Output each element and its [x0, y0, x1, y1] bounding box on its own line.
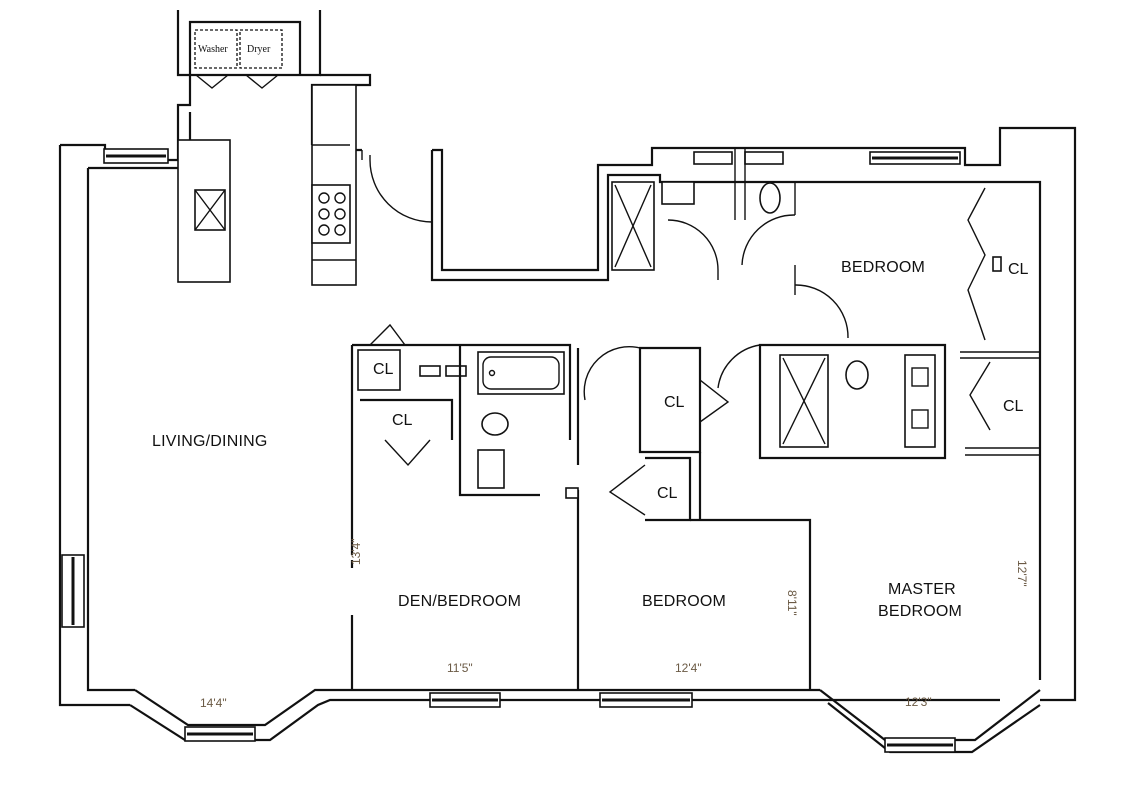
dim-living-width: 14'4"	[200, 696, 227, 710]
washer	[194, 29, 238, 69]
cooktop-icon	[311, 184, 351, 244]
sink-icon	[661, 181, 695, 205]
dim-den-depth: 13'4"	[349, 538, 363, 565]
room-bedroom-top: BEDROOM	[841, 259, 925, 276]
top-bath	[611, 148, 849, 339]
closet-label-center-bottom: CL	[657, 485, 678, 502]
windows	[61, 148, 961, 753]
closet-right-top	[960, 187, 1040, 359]
dim-bedroom-depth: 8'11"	[785, 590, 799, 616]
closet-label-center-top: CL	[664, 394, 685, 411]
closet-right-mid	[965, 361, 1040, 456]
window-bath-2	[744, 151, 784, 165]
room-master-line2: BEDROOM	[878, 603, 962, 620]
room-bedroom-center: BEDROOM	[642, 593, 726, 610]
dim-bedroom-width: 12'4"	[675, 661, 702, 675]
entry-door	[361, 150, 433, 223]
dryer	[239, 29, 283, 69]
toilet-icon	[845, 360, 869, 390]
washer-label: Washer	[198, 44, 228, 55]
toilet-icon	[481, 412, 509, 436]
center-closets	[565, 345, 812, 690]
closet-label-right-mid: CL	[1003, 398, 1024, 415]
dim-master-width: 12'3"	[905, 695, 932, 709]
closet-label-den-top: CL	[373, 361, 394, 378]
window-bath-1	[693, 151, 733, 165]
room-labels: LIVING/DINING DEN/BEDROOM BEDROOM BEDROO…	[152, 259, 962, 620]
room-master-line1: MASTER	[888, 581, 956, 598]
laundry: Washer Dryer	[194, 29, 283, 89]
vanity-icon	[904, 354, 936, 448]
dim-den-width: 11'5"	[447, 661, 473, 675]
master-bath	[717, 343, 947, 460]
dim-master-depth: 12'7"	[1015, 560, 1029, 587]
toilet-icon	[759, 182, 781, 214]
bathtub-icon	[477, 351, 565, 395]
kitchen	[177, 84, 357, 286]
room-den-bedroom: DEN/BEDROOM	[398, 593, 521, 610]
closet-label-den-mid: CL	[392, 412, 413, 429]
den-bath	[350, 323, 572, 555]
room-living-dining: LIVING/DINING	[152, 433, 268, 450]
closet-den-top	[357, 349, 401, 391]
sink-icon	[477, 449, 505, 489]
closet-labels: CL CL CL CL CL CL	[373, 261, 1029, 502]
dryer-label: Dryer	[247, 44, 271, 55]
dimension-labels: 14'4" 11'5" 13'4" 12'4" 8'11" 12'3" 12'7…	[200, 538, 1029, 710]
closet-label-right-top: CL	[1008, 261, 1029, 278]
